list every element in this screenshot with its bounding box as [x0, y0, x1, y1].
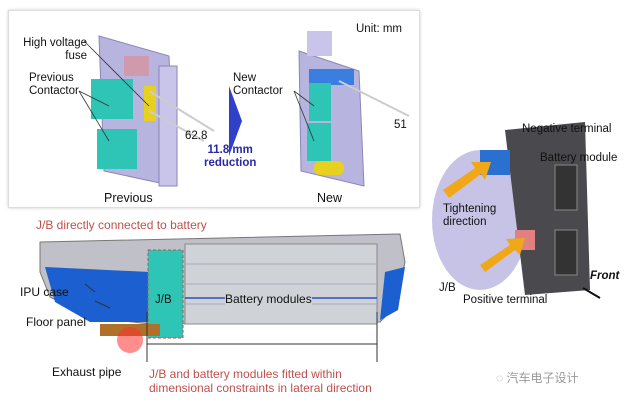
negative-terminal-label: Negative terminal	[522, 123, 612, 135]
previous-contactor-label: Previous Contactor	[29, 72, 79, 97]
jb-connected-label: J/B directly connected to battery	[36, 218, 207, 232]
battery-pack-section: J/B directly connected to battery J/B Ba…	[0, 212, 425, 407]
ipu-case-label: IPU case	[20, 285, 69, 299]
new-contactor-label: New Contactor	[233, 72, 283, 97]
exhaust-pipe-label: Exhaust pipe	[52, 365, 122, 379]
tightening-arrow-upper	[443, 162, 491, 198]
new-caption: New	[317, 191, 343, 205]
new-fuse	[314, 161, 344, 175]
new-jb-housing	[293, 31, 410, 187]
tightening-direction-label: Tightening direction	[443, 203, 497, 228]
terminal-detail-illustration	[432, 122, 601, 299]
new-busbar	[309, 69, 354, 85]
jb-label: J/B	[155, 294, 172, 306]
battery-modules-label: Battery modules	[225, 292, 312, 306]
previous-contactor-lower	[97, 129, 137, 169]
jb-box	[147, 249, 184, 339]
high-voltage-fuse-label: High voltage fuse	[23, 37, 87, 62]
previous-dimension: 62.8	[185, 130, 208, 142]
watermark-text: 汽车电子设计	[506, 371, 579, 385]
front-label: Front	[590, 270, 620, 282]
new-contactor-upper	[309, 83, 331, 121]
jb-label-right: J/B	[439, 282, 456, 294]
exhaust-heat-glow	[117, 327, 143, 353]
terminal-detail-section: Negative terminal Battery module Tighten…	[425, 110, 644, 310]
tightening-arrow-lower	[480, 238, 525, 272]
watermark: ◌ 汽车电子设计	[496, 372, 578, 385]
battery-module-label: Battery module	[540, 152, 618, 164]
previous-contactor-upper	[91, 79, 133, 119]
previous-jb-housing	[78, 35, 215, 187]
reduction-arrow	[229, 86, 242, 156]
jb-comparison-illustration	[78, 31, 410, 187]
floor-panel-label: Floor panel	[26, 315, 87, 329]
positive-terminal-label: Positive terminal	[463, 294, 548, 306]
new-dimension: 51	[394, 119, 407, 131]
constraint-note: J/B and battery modules fitted within di…	[149, 367, 372, 395]
unit-label: Unit: mm	[356, 23, 402, 35]
wechat-icon: ◌	[496, 371, 507, 385]
ipu-case	[45, 267, 150, 322]
reduction-label: 11.8 mm reduction	[204, 144, 257, 169]
new-contactor-lower	[307, 123, 331, 161]
front-arrow	[582, 287, 601, 299]
previous-caption: Previous	[104, 191, 153, 205]
battery-pack-illustration	[39, 233, 406, 362]
jb-comparison-panel: Unit: mm High voltage fuse Previous Cont…	[8, 10, 420, 208]
